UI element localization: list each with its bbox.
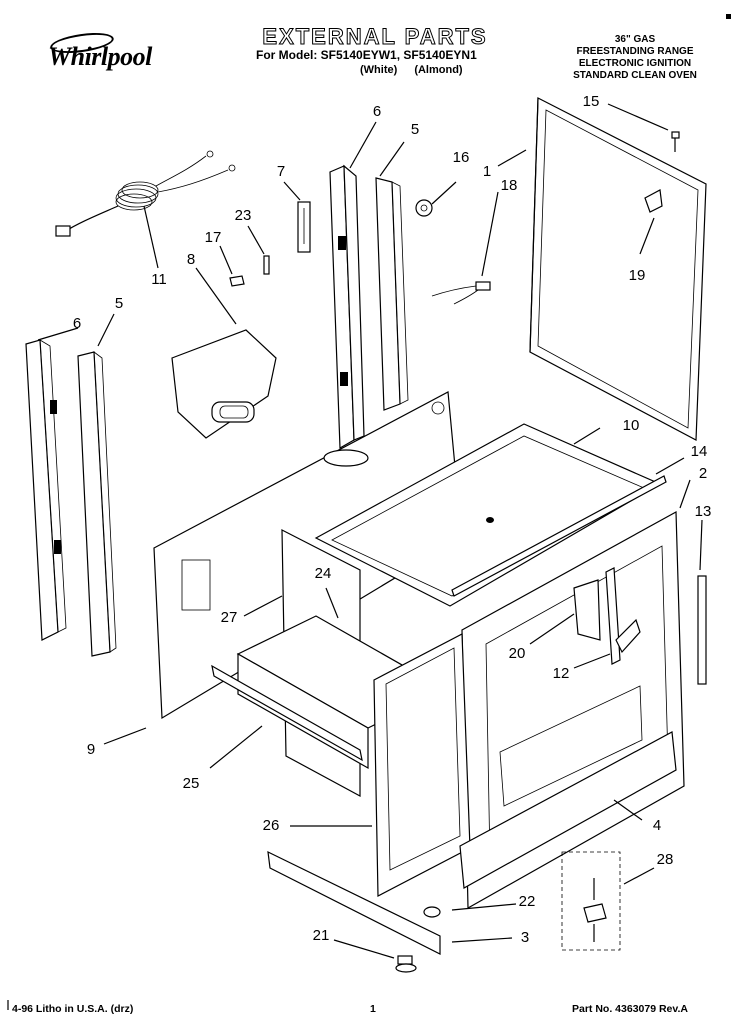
callout-2: 2 [698,465,708,482]
part-power-cord [55,150,236,237]
part-screw-15 [671,131,680,152]
part-back-panel [529,97,707,441]
callout-24: 24 [314,565,332,582]
callout-3: 3 [520,929,530,946]
part-17 [229,275,245,287]
spec-line: ELECTRONIC IGNITION [578,58,692,69]
spec-line: STANDARD CLEAN OVEN [573,70,697,81]
callout-17: 17 [204,229,222,246]
callout-12: 12 [552,665,570,682]
callout-27: 27 [220,609,238,626]
callout-4: 4 [652,817,662,834]
part-20 [573,579,601,641]
callout-26: 26 [262,817,280,834]
variant-almond: (Almond) [414,64,463,76]
part-12 [615,618,641,654]
part-panel-8 [171,329,277,439]
callout-16: 16 [452,149,470,166]
callout-1: 1 [482,163,492,180]
callout-6b: 6 [72,315,82,332]
part-front-frame-26 [373,633,471,897]
callout-28: 28 [656,851,674,868]
callout-21: 21 [312,927,330,944]
callout-20: 20 [508,645,526,662]
part-23 [263,255,270,275]
spec-line: FREESTANDING RANGE [576,46,694,57]
spec-line: 36" GAS [614,34,656,45]
callout-19: 19 [628,267,646,284]
callout-23: 23 [234,207,252,224]
part-harness-18 [431,281,491,305]
callout-18: 18 [500,177,518,194]
product-spec: 36" GAS FREESTANDING RANGE ELECTRONIC IG… [560,34,710,82]
callout-9: 9 [86,741,96,758]
part-rail-25 [211,664,363,762]
callout-14: 14 [690,443,708,460]
part-kick-4 [459,731,677,889]
part-kit-28 [561,851,621,951]
callout-13: 13 [694,503,712,520]
callout-5b: 5 [114,295,124,312]
callout-5: 5 [410,121,420,138]
part-side-rails-upper [297,164,409,450]
part-16 [415,199,433,217]
whirlpool-logo: Whirlpool [36,29,176,78]
callout-10: 10 [622,417,640,434]
callout-6: 6 [372,103,382,120]
leader-lines [37,103,703,959]
callout-8: 8 [186,251,196,268]
callout-11: 11 [151,271,167,288]
part-13 [697,575,707,685]
brand-name: Whirlpool [48,42,152,71]
part-leveler-21 [395,955,417,973]
model-line: For Model: SF5140EYW1, SF5140EYN1 [256,48,477,62]
part-strip-14 [451,475,667,597]
footer-litho: 4-96 Litho in U.S.A. (drz) [12,1003,134,1015]
callout-15: 15 [582,93,600,110]
part-rail-3 [267,850,441,955]
footer-page-number: 1 [370,1003,376,1015]
page-title: EXTERNAL PARTS [262,24,488,50]
callout-7: 7 [276,163,286,180]
model-variants: (White) (Almond) [360,64,477,76]
part-side-rails-left [25,339,117,657]
footer-part-number: Part No. 4363079 Rev.A [572,1003,688,1015]
callout-22: 22 [518,893,536,910]
callout-25: 25 [182,775,200,792]
part-22 [423,906,441,918]
variant-white: (White) [360,64,398,76]
